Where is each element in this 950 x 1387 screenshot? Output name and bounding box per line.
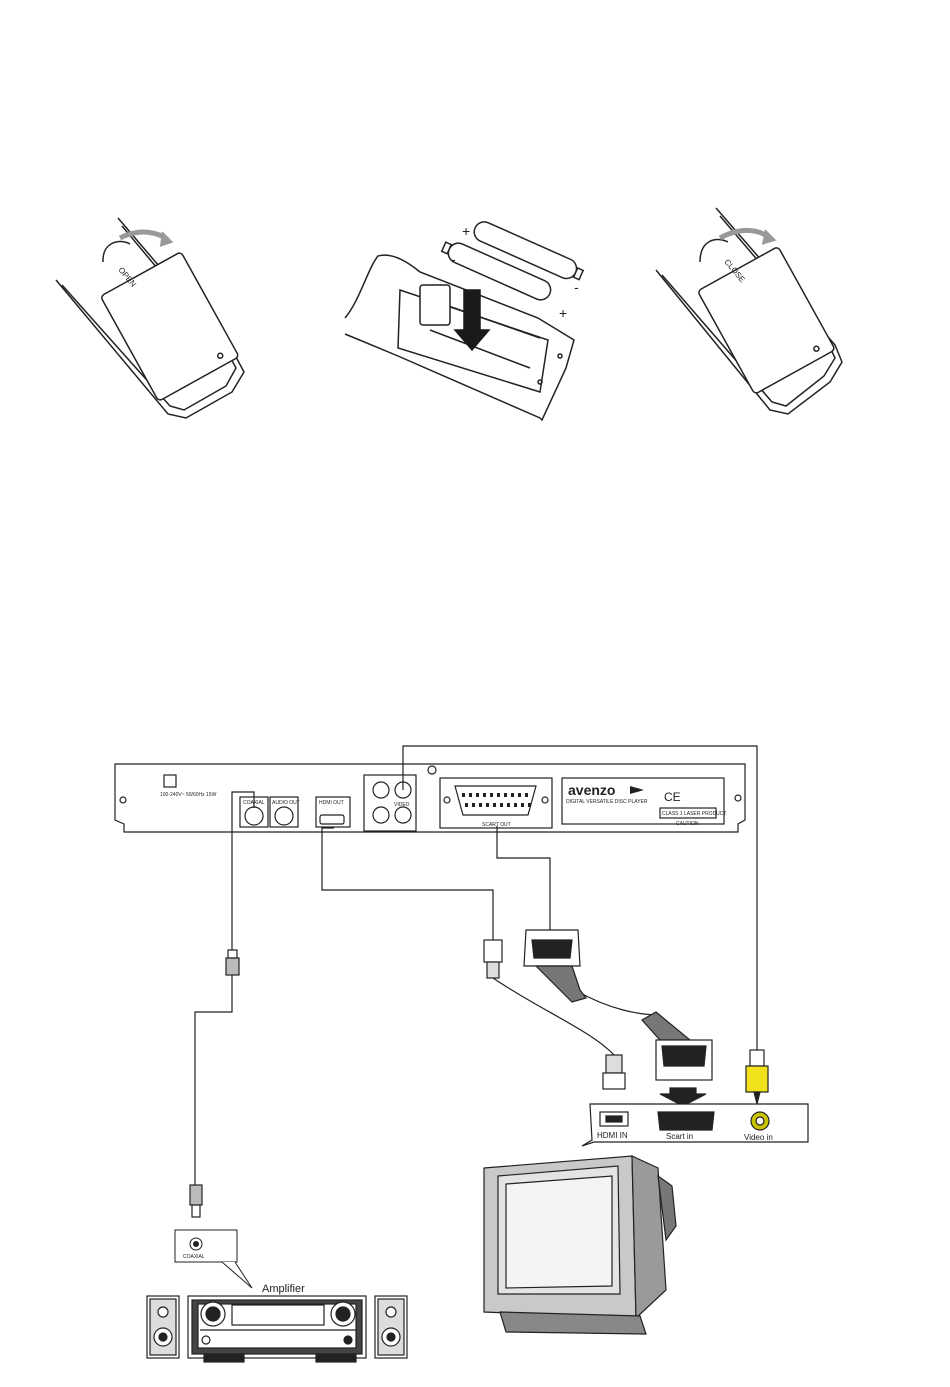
scart-pin <box>514 803 517 807</box>
caution-label: CAUTION <box>676 821 699 827</box>
plus-sign-bottom: + <box>559 305 567 321</box>
minus-sign-right: - <box>574 279 579 295</box>
left-speaker <box>147 1296 179 1358</box>
coaxial-plug-amplifier <box>190 1185 202 1217</box>
amplifier-title: Amplifier <box>262 1283 305 1295</box>
tv-hdmi-in-label: HDMI IN <box>597 1131 628 1140</box>
scart-pin <box>469 793 472 797</box>
brand-sub: DIGITAL VERSATILE DISC PLAYER <box>566 799 648 805</box>
remote-battery-insert-step <box>345 210 585 420</box>
scart-pin <box>528 803 531 807</box>
video-rca-plug <box>746 1050 768 1104</box>
scart-pin <box>472 803 475 807</box>
scart-pin <box>504 793 507 797</box>
scart-pin <box>479 803 482 807</box>
scart-out-label: SCART OUT <box>482 822 511 828</box>
scart-pin <box>525 793 528 797</box>
brand-logo: avenzo <box>568 782 615 798</box>
amplifier-unit <box>188 1296 366 1362</box>
plus-sign-top: + <box>462 223 470 239</box>
hdmi-plug-player <box>484 940 502 978</box>
scart-pin <box>521 803 524 807</box>
ce-mark: CE <box>664 790 681 804</box>
scart-plug-tv <box>642 1012 712 1106</box>
laser-label: CLASS 1 LASER PRODUCT <box>662 811 726 817</box>
scart-pin <box>483 793 486 797</box>
scart-pin <box>518 793 521 797</box>
right-speaker <box>375 1296 407 1358</box>
scart-pin <box>507 803 510 807</box>
scart-plug-player <box>524 930 586 1002</box>
dvd-rear-panel <box>115 764 745 832</box>
hdmi-out-label: HDMI OUT <box>319 800 344 806</box>
hdmi-plug-tv <box>603 1055 625 1089</box>
remote-open-step <box>56 218 244 418</box>
power-label: 100-240V~ 50/60Hz 15W <box>160 792 217 798</box>
audio-out-label: AUDIO OUT <box>272 800 300 806</box>
scart-pin <box>490 793 493 797</box>
scart-pin <box>511 793 514 797</box>
scart-pin <box>462 793 465 797</box>
tv-scart-in-label: Scart in <box>666 1132 693 1141</box>
scart-pin <box>497 793 500 797</box>
video-out-label: VIDEO <box>394 802 410 808</box>
coaxial-plug-player <box>226 950 239 975</box>
scart-pin <box>493 803 496 807</box>
scart-pin <box>476 793 479 797</box>
remote-close-step <box>656 208 842 414</box>
scart-pin <box>500 803 503 807</box>
scart-pin <box>486 803 489 807</box>
scart-pin <box>465 803 468 807</box>
television <box>484 1156 676 1334</box>
tv-video-in-label: Video in <box>744 1133 773 1142</box>
amplifier-coaxial-label: COAXIAL <box>183 1254 205 1260</box>
minus-sign-left: - <box>451 251 456 267</box>
